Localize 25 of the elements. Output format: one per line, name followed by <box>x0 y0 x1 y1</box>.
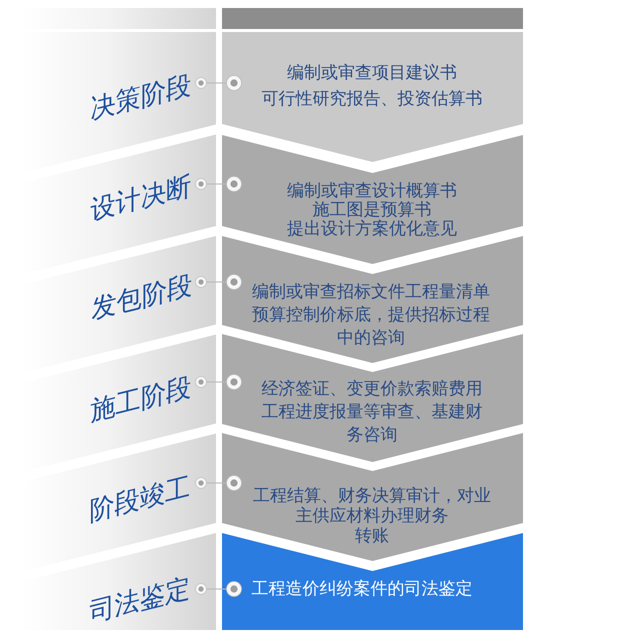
stage-label: 发包阶段 <box>86 270 194 326</box>
description-text: 提出设计方案优化意见 <box>287 218 457 238</box>
description-text: 施工图是预算书 <box>312 200 432 218</box>
description-text: 编制或审查设计概算书 <box>287 180 457 200</box>
description-text: 经济签证、变更价款索赔费用 <box>262 378 482 400</box>
stage-label: 阶段竣工 <box>84 472 192 528</box>
connector-line <box>195 274 242 290</box>
description-text: 编制或审查项目建议书 <box>287 63 457 83</box>
connector-line <box>195 581 242 597</box>
connector-line <box>195 176 242 192</box>
description-text: 工程造价纠纷案件的司法鉴定 <box>252 579 472 599</box>
description-text: 可行性研究报告、投资估算书 <box>262 89 482 109</box>
chevron-band <box>222 32 523 162</box>
description-text: 编制或审查招标文件工程量清单 <box>252 280 490 302</box>
stage-label: 设计决断 <box>84 172 194 226</box>
description-text: 工程结算、财务决算审计，对业主供应材料办理财务 <box>252 486 492 526</box>
description-text: 工程进度报量等审查、基建财务咨询 <box>260 400 484 446</box>
connector-line <box>195 475 242 491</box>
stage-label: 施工阶段 <box>84 372 194 428</box>
stage-label: 司法鉴定 <box>84 574 192 628</box>
stage-label: 决策阶段 <box>84 70 194 126</box>
description-text: 预算控制价标底，提供招标过程中的咨询 <box>251 304 491 348</box>
description-text: 转账 <box>355 526 389 546</box>
connector-line <box>195 75 242 91</box>
connector-line <box>195 374 242 390</box>
